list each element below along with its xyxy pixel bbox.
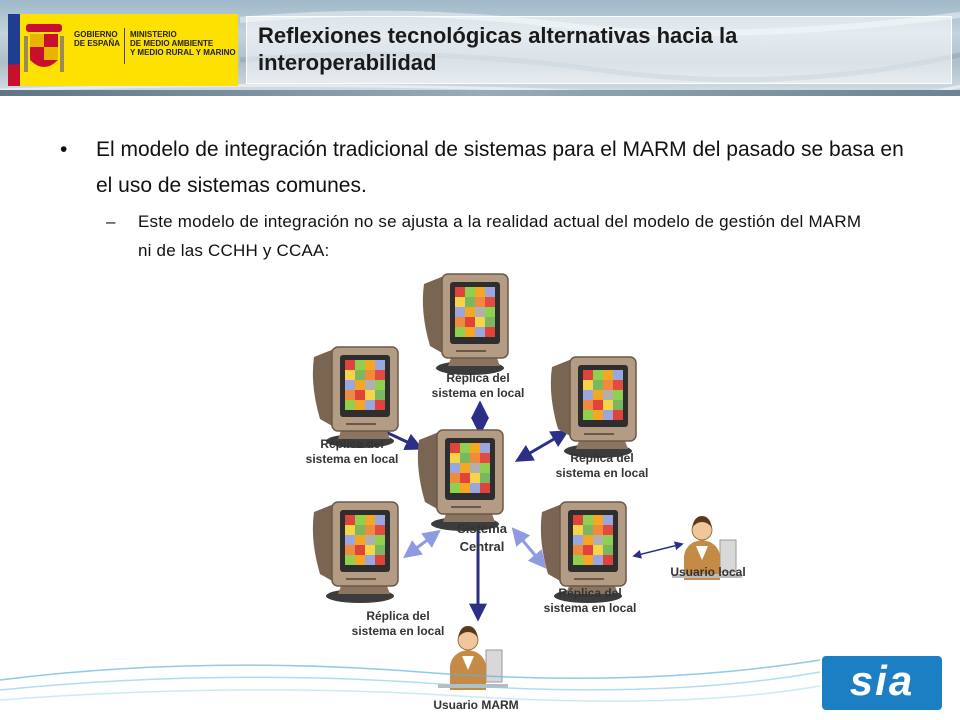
slide-title: Reflexiones tecnológicas alternativas ha… [258, 23, 738, 75]
footer-wave [0, 671, 821, 691]
monitor-icon [312, 501, 399, 604]
user-icon [437, 625, 509, 691]
logo-divider [124, 28, 125, 64]
bullet-text-main: El modelo de integración tradicional de … [96, 138, 904, 197]
usuario-marm-label: Usuario MARM [433, 698, 518, 712]
sub-bullet-text: Este modelo de integración no se ajusta … [138, 212, 862, 260]
usuario-local-label: Usuario local [670, 565, 745, 579]
sia-logo [822, 656, 942, 710]
monitor-icon [312, 346, 399, 449]
monitor-icon [550, 356, 637, 459]
sub-bullet-marker: – [106, 212, 116, 231]
arrow-bottom-left [403, 529, 441, 559]
title-box [246, 16, 952, 84]
eu-flag-strip [8, 14, 20, 86]
monitor-icon [422, 273, 509, 376]
header-banner: GOBIERNO DE ESPAÑA MINISTERIO DE MEDIO A… [0, 0, 960, 96]
arrow-bottom-right [511, 527, 547, 569]
arrow-to-usuario-local [632, 541, 684, 559]
ministry-label: MINISTERIO DE MEDIO AMBIENTE Y MEDIO RUR… [130, 30, 236, 57]
bullet-marker: • [60, 138, 68, 161]
header-strip [0, 90, 960, 96]
government-label: GOBIERNO DE ESPAÑA [74, 30, 121, 48]
sia-logo-text: sia [849, 657, 915, 704]
arrow-top-right [514, 430, 570, 462]
coat-of-arms-icon [24, 24, 64, 72]
footer-wave [0, 685, 821, 702]
monitor-icon [417, 429, 504, 532]
footer-wave [0, 659, 821, 681]
